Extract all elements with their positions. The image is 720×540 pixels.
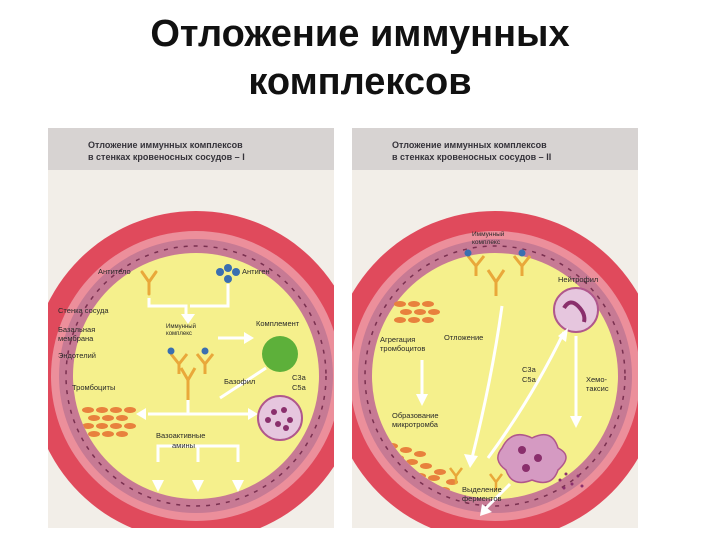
label-neutrophil: Нейтрофил bbox=[558, 275, 598, 284]
endothelium-cells bbox=[364, 245, 626, 507]
vasoactive-down-arrow bbox=[192, 480, 204, 492]
label-microthrombus-1: Образование bbox=[392, 411, 439, 420]
label-basal-membrane-2: мембрана bbox=[58, 334, 94, 343]
label-enzymes-2: ферментов bbox=[462, 494, 502, 503]
arrow-to-platelets-and-basophil bbox=[136, 400, 258, 420]
label-platelets: Тромбоциты bbox=[72, 383, 115, 392]
arrow-complement-to-basophil bbox=[219, 366, 267, 400]
label-immune-complex-1: Иммунный bbox=[166, 323, 196, 330]
arrow-to-complement-head bbox=[244, 332, 254, 344]
label-vessel-wall: Стенка сосуда bbox=[58, 306, 109, 315]
basophil-cell bbox=[257, 395, 303, 441]
vessel-lumen bbox=[73, 253, 319, 499]
vasoactive-arrows bbox=[156, 444, 240, 462]
label-aggregation-1: Агрегация bbox=[380, 335, 415, 344]
vasoactive-left-arrow bbox=[152, 480, 164, 492]
platelets-icon bbox=[394, 301, 440, 323]
label-c3a: C3a bbox=[522, 365, 537, 374]
label-immune-complex-2: комплекс bbox=[166, 331, 192, 337]
label-chemotaxis-1: Хемо- bbox=[586, 375, 608, 384]
immune-complex-icon bbox=[464, 249, 532, 296]
enzyme-arrow bbox=[480, 482, 512, 516]
label-vasoactive-1: Вазоактивные bbox=[156, 431, 205, 440]
chemotaxis-arrow bbox=[486, 328, 568, 459]
label-chemotaxis-2: таксис bbox=[586, 384, 609, 393]
aggregation-arrow bbox=[416, 360, 428, 406]
panel-1-header-line-1: Отложение иммунных комплексов bbox=[88, 140, 243, 150]
released-enzymes bbox=[558, 472, 584, 490]
panel-2-header-line-1: Отложение иммунных комплексов bbox=[392, 140, 547, 150]
slide-title: Отложение иммунных комплексов bbox=[0, 10, 720, 106]
label-enzymes-1: Выделение bbox=[462, 485, 502, 494]
platelets-icon bbox=[82, 407, 136, 437]
label-antigen: Антиген bbox=[242, 267, 270, 276]
formation-arrows bbox=[147, 284, 230, 324]
label-antibody: Антитело bbox=[98, 267, 131, 276]
neutrophil-cell bbox=[553, 287, 599, 333]
deposited-complexes bbox=[449, 467, 503, 490]
degranulating-neutrophil bbox=[497, 433, 567, 484]
label-aggregation-2: тромбоцитов bbox=[380, 344, 425, 353]
label-microthrombus-2: микротромба bbox=[392, 420, 439, 429]
neutrophil-arrow bbox=[570, 336, 582, 428]
label-vasoactive-2: амины bbox=[172, 441, 195, 450]
label-immune-complex-1: Иммунный bbox=[472, 230, 505, 238]
vasoactive-right-arrow bbox=[232, 480, 244, 492]
label-c5a: C5a bbox=[292, 383, 307, 392]
title-line-1: Отложение иммунных bbox=[150, 13, 570, 55]
immune-complex-icon bbox=[167, 347, 215, 400]
label-basophil: Базофил bbox=[224, 377, 255, 386]
antibody-icon bbox=[140, 270, 158, 296]
panel-2-header-line-2: в стенках кровеносных сосудов – II bbox=[392, 152, 552, 162]
label-deposition: Отложение bbox=[444, 333, 483, 342]
diagram-panel-1: Отложение иммунных комплексов в стенках … bbox=[48, 128, 334, 528]
diagram-panel-2: Отложение иммунных комплексов в стенках … bbox=[352, 128, 638, 528]
panel-1-header-line-2: в стенках кровеносных сосудов – I bbox=[88, 152, 245, 162]
deposition-arrow bbox=[464, 305, 504, 468]
complement-sphere bbox=[262, 336, 298, 372]
panel-2-illustration: Иммунный комплекс Нейтрофил Отложение Аг… bbox=[352, 211, 638, 528]
label-c5a: C5a bbox=[522, 375, 537, 384]
label-complement: Комплемент bbox=[256, 319, 300, 328]
antigen-icon bbox=[216, 264, 240, 283]
panel-1-header: Отложение иммунных комплексов в стенках … bbox=[48, 128, 334, 170]
label-basal-membrane-1: Базальная bbox=[58, 325, 95, 334]
label-c3a: C3a bbox=[292, 373, 307, 382]
panel-2-header: Отложение иммунных комплексов в стенках … bbox=[352, 128, 638, 170]
panel-1-illustration: Антитело Антиген Стенка сосуда Базальная… bbox=[48, 211, 334, 528]
label-immune-complex-2: комплекс bbox=[472, 239, 501, 246]
label-endothelium: Эндотелий bbox=[58, 351, 96, 360]
title-line-2: комплексов bbox=[248, 61, 472, 103]
endothelium-cells bbox=[65, 245, 327, 507]
